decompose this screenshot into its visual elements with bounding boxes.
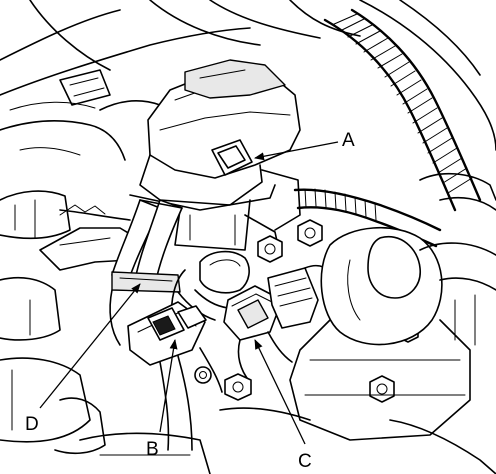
background-engine-structure [0,0,361,240]
leader-c [254,339,306,445]
connector-c-assembly [223,285,293,383]
connector-a-assembly [129,59,301,251]
right-connector-block [267,264,336,329]
callout-c-label: C [298,451,312,472]
leader-a [254,141,339,161]
bottom-structure [79,242,496,474]
mid-left-bracket [0,204,141,455]
large-round-component [289,226,471,441]
callout-a-label: A [342,130,355,151]
connector-b-assembly [127,301,223,451]
callout-b-label: B [146,439,159,460]
leader-d [39,283,141,409]
leader-b [159,339,178,433]
callout-d-label: D [25,414,39,435]
corrugated-harness-tube [323,0,496,212]
center-clip-connector [170,250,250,321]
callout-leaders [39,141,339,445]
